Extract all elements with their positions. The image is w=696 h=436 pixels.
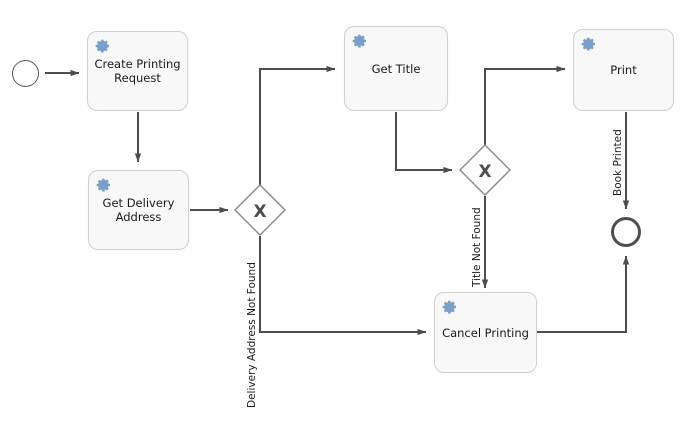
task-create-printing-request[interactable]: Create Printing Request: [87, 31, 188, 111]
start-event[interactable]: [12, 60, 39, 87]
gear-icon: [95, 39, 109, 53]
flow-get-title-to-gateway2: [395, 112, 453, 174]
task-get-delivery-address[interactable]: Get Delivery Address: [88, 170, 189, 250]
gateway-delivery-shape: [234, 184, 286, 236]
task-get-title[interactable]: Get Title: [344, 26, 448, 111]
task-label: Get Delivery Address: [102, 196, 175, 224]
gear-icon: [96, 178, 110, 192]
gear-icon: [581, 37, 595, 51]
gear-icon: [352, 34, 366, 48]
gateway-title-symbol: X: [478, 162, 491, 182]
flow-gateway2-to-print: [484, 65, 566, 146]
gateway-title-shape: [459, 144, 511, 196]
flow-gateway-to-cancel: [259, 236, 427, 336]
gear-icon: [442, 300, 456, 314]
edge-label-book-printed: Book Printed: [612, 129, 624, 196]
task-label: Get Title: [371, 61, 421, 76]
task-cancel-printing[interactable]: Cancel Printing: [434, 292, 537, 373]
flow-cancel-to-end: [537, 255, 630, 333]
task-label: Print: [610, 63, 637, 77]
task-print[interactable]: Print: [573, 29, 674, 111]
gateway-delivery-symbol: X: [253, 202, 266, 222]
edge-label-title-not-found: Title Not Found: [471, 207, 483, 287]
task-label: Create Printing Request: [94, 57, 181, 85]
flow-gateway-to-get-title: [259, 65, 336, 186]
end-event[interactable]: [611, 217, 641, 247]
edge-label-delivery-address-not-found: Delivery Address Not Found: [246, 262, 258, 408]
task-label: Cancel Printing: [442, 325, 529, 340]
